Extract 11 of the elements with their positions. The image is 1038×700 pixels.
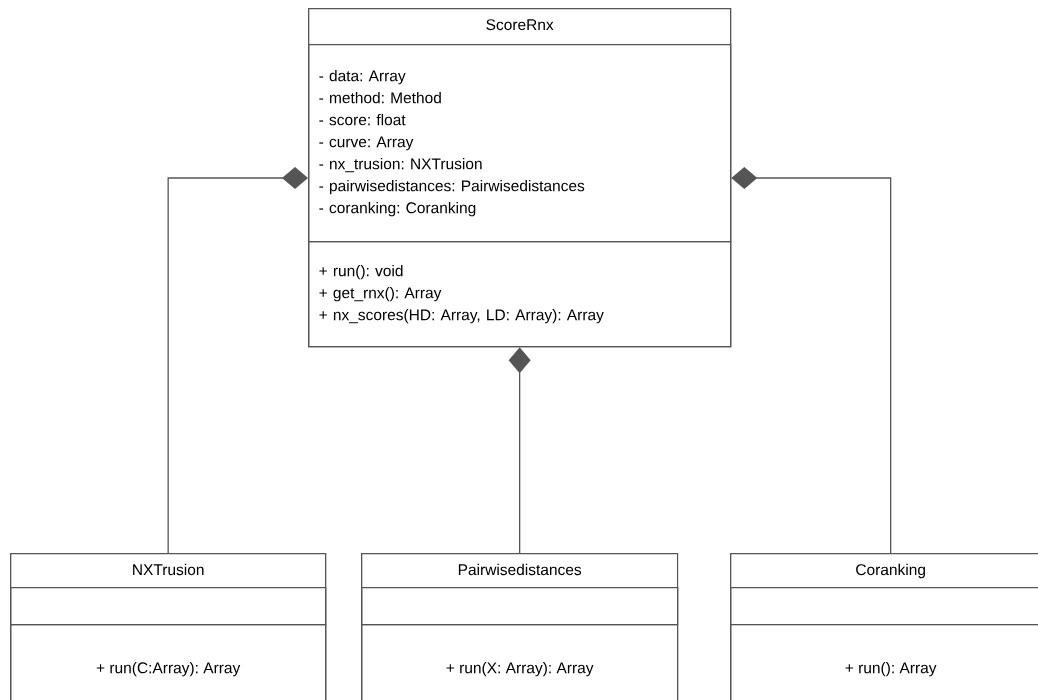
composition-connector	[167, 167, 308, 554]
empty-compartment	[10, 587, 327, 626]
method-compartment: + run(X: Array): Array	[361, 624, 679, 700]
attribute-compartment: - data: Array - method: Method - score: float - curve: Array - nx_trusion: NXTrusion - pairwisedistances: Pairwisedistances - coranking: Coranking	[308, 44, 732, 243]
method-compartment: + run(): Array	[730, 624, 1038, 700]
composition-connector	[508, 347, 531, 554]
composition-connector	[731, 167, 892, 554]
method-compartment: + run(C:Array): Array	[10, 624, 327, 700]
empty-compartment	[361, 587, 679, 626]
empty-compartment	[730, 587, 1038, 626]
method-compartment: + run(): void + get_rnx(): Array + nx_scores(HD: Array, LD: Array): Array	[308, 241, 732, 348]
